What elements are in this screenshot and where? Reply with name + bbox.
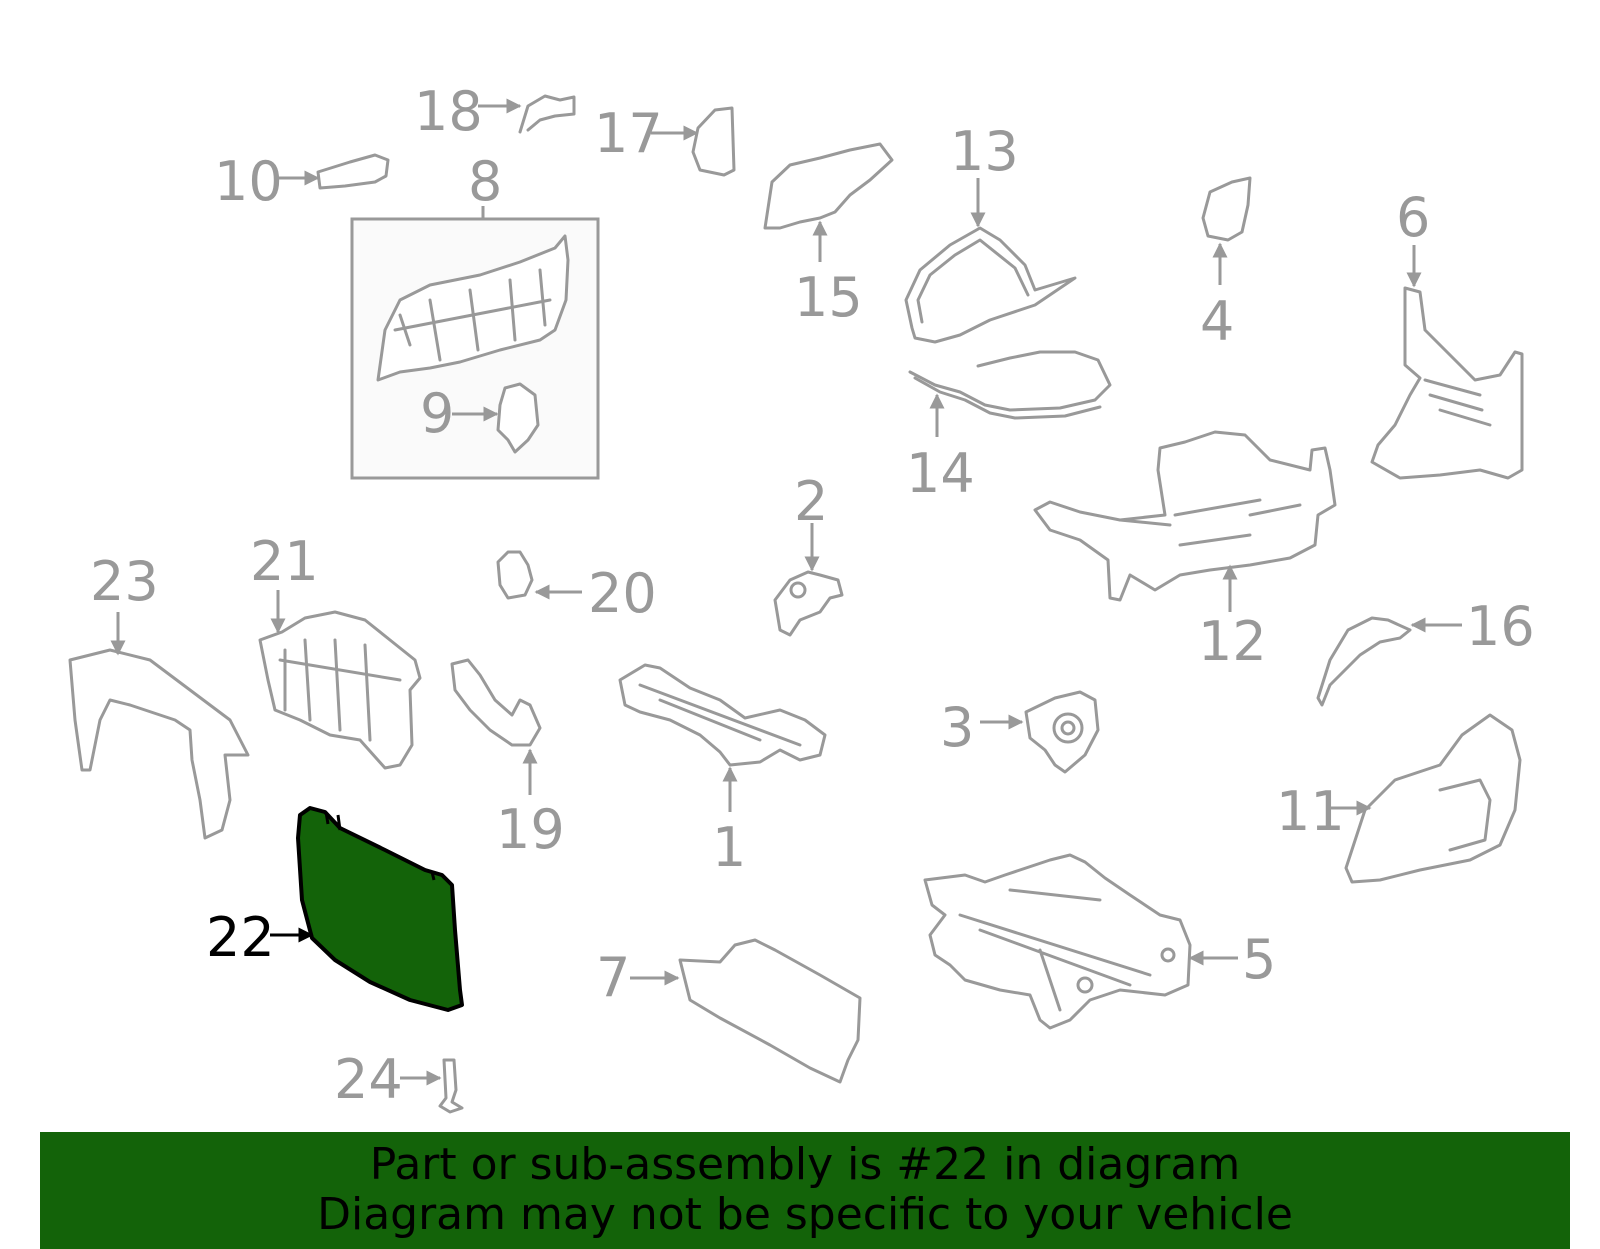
part-7-shape[interactable] xyxy=(678,938,862,1084)
part-9-shape[interactable] xyxy=(496,382,540,454)
label-16[interactable]: 16 xyxy=(1466,595,1535,658)
part-2-shape[interactable] xyxy=(773,570,844,637)
part-11-shape[interactable] xyxy=(1344,713,1522,884)
part-19-shape[interactable] xyxy=(450,658,542,747)
label-9[interactable]: 9 xyxy=(420,382,454,445)
part-18-shape[interactable] xyxy=(518,94,576,134)
label-24[interactable]: 24 xyxy=(334,1048,403,1111)
part-8-shape[interactable] xyxy=(376,234,570,382)
info-banner: Part or sub-assembly is #22 in diagram D… xyxy=(40,1132,1570,1249)
part-6-shape[interactable] xyxy=(1370,286,1524,480)
banner-line-disclaimer: Diagram may not be specific to your vehi… xyxy=(317,1189,1293,1240)
label-11[interactable]: 11 xyxy=(1276,780,1345,843)
part-15-shape[interactable] xyxy=(763,142,894,230)
label-14[interactable]: 14 xyxy=(906,442,975,505)
part-13-shape[interactable] xyxy=(904,226,1077,344)
label-13[interactable]: 13 xyxy=(950,120,1019,183)
label-10[interactable]: 10 xyxy=(214,150,283,213)
label-23[interactable]: 23 xyxy=(90,550,159,613)
label-22[interactable]: 22 xyxy=(206,906,275,969)
label-20[interactable]: 20 xyxy=(588,562,657,625)
part-21-shape[interactable] xyxy=(258,610,422,770)
label-15[interactable]: 15 xyxy=(794,266,863,329)
label-6[interactable]: 6 xyxy=(1396,186,1430,249)
part-20-shape[interactable] xyxy=(496,550,534,600)
part-24-shape[interactable] xyxy=(438,1058,464,1114)
part-3-shape[interactable] xyxy=(1024,690,1100,774)
part-12-shape[interactable] xyxy=(1033,430,1337,602)
part-16-shape[interactable] xyxy=(1316,616,1412,707)
label-5[interactable]: 5 xyxy=(1242,928,1276,991)
part-10-shape[interactable] xyxy=(316,153,390,190)
label-12[interactable]: 12 xyxy=(1198,610,1267,673)
part-5-shape[interactable] xyxy=(923,853,1192,1030)
part-17-shape[interactable] xyxy=(691,106,736,177)
label-21[interactable]: 21 xyxy=(250,530,319,593)
label-18[interactable]: 18 xyxy=(414,80,483,143)
part-23-shape[interactable] xyxy=(68,648,250,840)
label-7[interactable]: 7 xyxy=(596,946,630,1009)
label-3[interactable]: 3 xyxy=(940,696,974,759)
part-14-shape[interactable] xyxy=(908,350,1112,420)
part-22-shape[interactable] xyxy=(296,806,464,1012)
label-8[interactable]: 8 xyxy=(468,150,502,213)
part-1-shape[interactable] xyxy=(618,663,827,767)
part-4-shape[interactable] xyxy=(1201,176,1252,242)
banner-line-part: Part or sub-assembly is #22 in diagram xyxy=(369,1139,1241,1190)
label-2[interactable]: 2 xyxy=(794,470,828,533)
label-4[interactable]: 4 xyxy=(1200,290,1234,353)
label-17[interactable]: 17 xyxy=(594,102,663,165)
label-1[interactable]: 1 xyxy=(712,816,746,879)
label-19[interactable]: 19 xyxy=(496,798,565,861)
